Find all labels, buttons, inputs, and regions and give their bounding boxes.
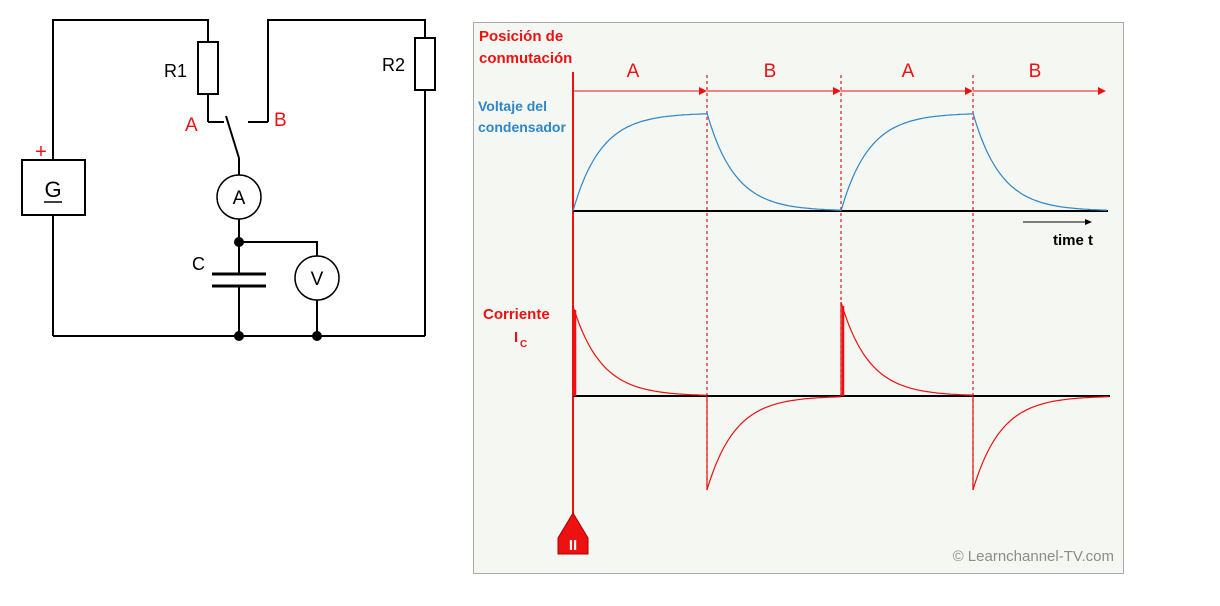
phase-label-b-1: B [764,61,777,82]
time-axis-label: time t [1053,232,1093,249]
capacitor-current-curve [572,301,1110,491]
r1-label: R1 [164,61,187,81]
voltmeter-symbol [294,255,340,301]
copyright-text: © Learnchannel-TV.com [953,548,1114,565]
junction-dot [312,331,322,341]
voltmeter-label: V [311,269,324,290]
phase-label-a-1: A [627,61,640,82]
generator-label: G [44,177,61,202]
phase-arrows [573,87,1106,95]
switch-position-title-line1: Posición de [479,28,563,45]
switch-lever [225,115,240,159]
graph-panel [473,22,1124,574]
wire-voltmeter-top [239,241,318,256]
capacitor-voltage-curve [572,112,1108,212]
circuit-schematic [52,19,426,337]
voltage-label-line2: condensador [478,119,566,135]
generator-symbol [21,159,86,216]
current-label-subscript: C [520,339,527,350]
ammeter-label: A [233,188,246,209]
current-label-line1: Corriente [483,306,550,323]
switch-symbol-icon: II [557,512,589,555]
junction-dot [234,237,244,247]
capacitor-label: C [192,254,205,274]
resistor-r1 [197,41,219,95]
phase-label-b-2: B [1029,61,1042,82]
resistor-r2 [414,37,436,91]
current-spikes [573,306,845,396]
ammeter-symbol [216,174,262,220]
voltage-label-line1: Voltaje del [478,98,547,114]
generator-plus-sign: + [35,141,47,163]
current-label-symbol: I [514,329,518,346]
phase-label-a-2: A [902,61,915,82]
junction-dot [234,331,244,341]
switch-symbol-label: II [569,537,577,554]
wire-left-top [52,19,209,160]
r2-label: R2 [382,55,405,75]
switch-label-b: B [274,110,287,131]
wire-r2-top [267,19,426,122]
switch-position-title-line2: conmutación [479,50,572,67]
time-axis-arrowhead [1085,219,1092,225]
switch-label-a: A [185,115,198,136]
